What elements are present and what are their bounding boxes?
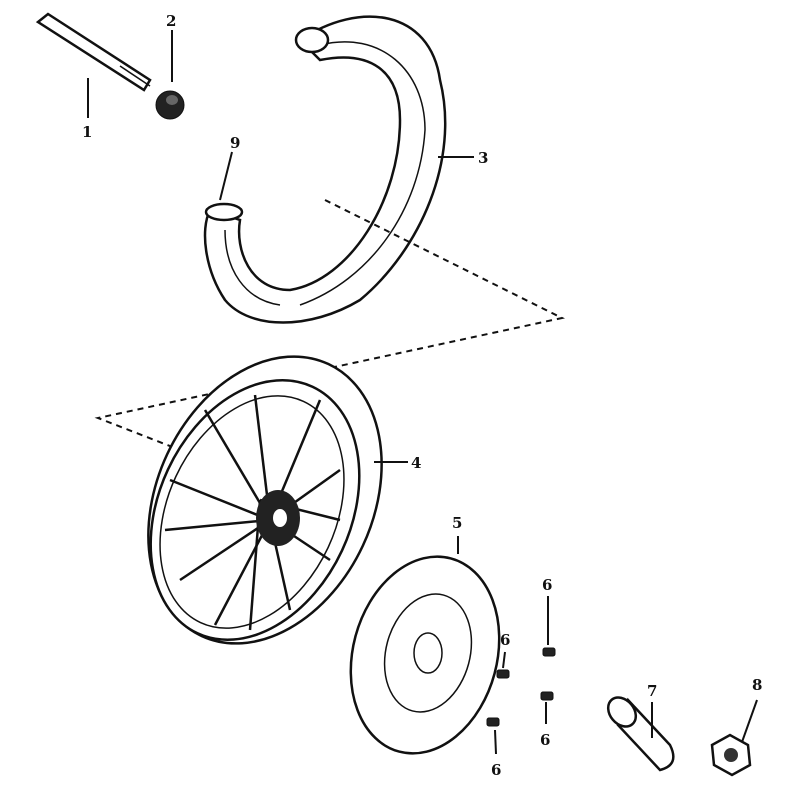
inner-tube-part xyxy=(204,202,244,222)
nut-part xyxy=(710,733,752,777)
label-nut: 8 xyxy=(752,676,762,694)
tire-part xyxy=(203,15,447,324)
label-disc-bolt: 6 xyxy=(500,631,510,649)
axle-part xyxy=(35,12,152,92)
label-disc-bolt: 6 xyxy=(542,576,552,594)
spacer-part xyxy=(606,696,675,772)
label-disc-bolt: 6 xyxy=(540,731,550,749)
brake-disc-part xyxy=(349,555,501,755)
wheel-rim-part xyxy=(147,355,383,645)
leader-lines xyxy=(87,30,758,755)
disc-bolts-part xyxy=(486,647,556,727)
label-axle-nut: 2 xyxy=(166,12,176,30)
label-inner-tube: 9 xyxy=(230,134,240,152)
label-brake-disc: 5 xyxy=(452,514,462,532)
label-disc-bolt: 6 xyxy=(491,761,501,779)
label-spacer: 7 xyxy=(647,682,657,700)
label-axle: 1 xyxy=(82,123,92,141)
label-wheel-rim: 4 xyxy=(411,454,421,472)
label-tire: 3 xyxy=(478,149,488,167)
assembly-guide-line xyxy=(94,199,565,449)
axle-nut-part xyxy=(155,90,185,120)
